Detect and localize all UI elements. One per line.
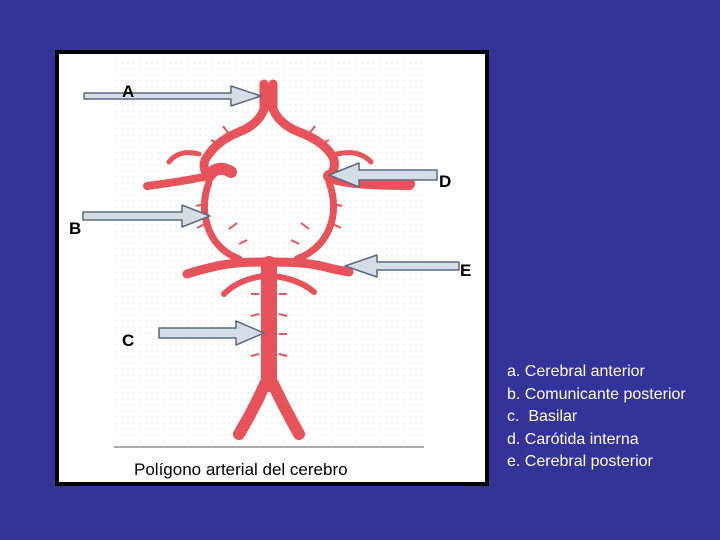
posterior-communicating-right [293, 178, 338, 263]
posterior-communicating-left [200, 178, 243, 263]
vertebral-artery-right [267, 378, 305, 440]
arrow-c [158, 320, 265, 346]
label-c: C [122, 331, 135, 350]
legend-item-c: c. Basilar [507, 408, 578, 425]
vertebral-artery-left [233, 378, 271, 440]
label-b: B [69, 219, 82, 238]
label-e: E [460, 261, 472, 280]
small-branch-right [334, 150, 374, 165]
label-d: D [439, 172, 452, 191]
arrow-e [344, 254, 460, 278]
legend-list: a. Cerebral anterior b. Comunicante post… [507, 361, 686, 474]
posterior-cerebral-left [182, 257, 269, 279]
legend-item-a: a. Cerebral anterior [507, 363, 645, 380]
anterior-cerebral-artery-left [199, 79, 269, 181]
figure-caption: Polígono arterial del cerebro [134, 460, 348, 479]
superior-cerebellar-left [221, 273, 267, 297]
arteries [143, 79, 415, 440]
internal-carotid-left [203, 162, 237, 182]
arrow-a [83, 85, 262, 107]
small-branch-left [166, 150, 202, 165]
legend-item-e: e. Cerebral posterior [507, 453, 653, 470]
label-a: A [122, 82, 135, 101]
legend-item-d: d. Carótida interna [507, 430, 639, 448]
posterior-cerebral-right [268, 257, 354, 277]
perforating-branches [195, 125, 343, 357]
superior-cerebellar-right [270, 273, 317, 295]
pointer-arrows [82, 85, 460, 346]
circle-of-willis-diagram [82, 62, 460, 448]
anterior-cerebral-artery-right [268, 79, 339, 181]
arrow-b [82, 204, 211, 228]
legend-item-b: b. Comunicante posterior [507, 385, 686, 403]
arrow-d [328, 162, 438, 188]
figure-panel: A B C D E Polígono arterial del cerebro [55, 50, 489, 486]
